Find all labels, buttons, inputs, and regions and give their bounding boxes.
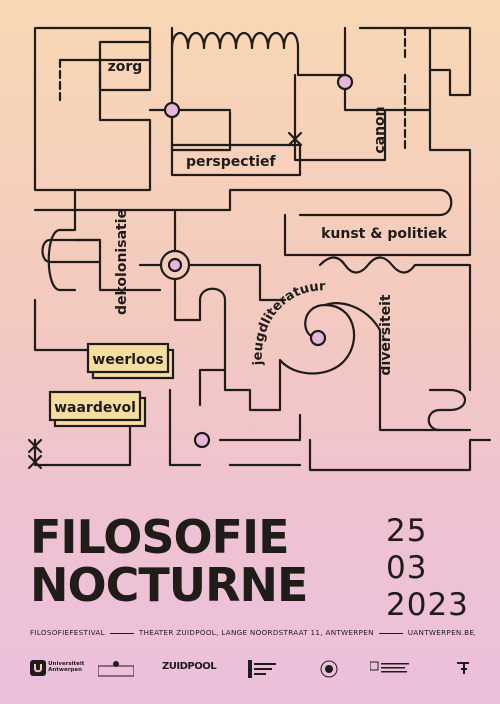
logo-emblem (97, 661, 135, 677)
kunst-box (283, 208, 472, 257)
circuit-path (168, 388, 302, 467)
logo-centrum-filosofie (97, 660, 135, 680)
label-weerloos: weerloos (92, 352, 163, 368)
logo-mark (455, 660, 471, 678)
circuit-path (343, 26, 432, 112)
wave (318, 256, 472, 392)
circuit-path (48, 238, 102, 264)
sponsor-logos: Universiteit Antwerpen ZUIDPOOL (0, 652, 500, 692)
cross-mark (287, 131, 303, 147)
circuit-node (163, 101, 181, 119)
circuit-node (193, 431, 211, 449)
label-dekolonisatie: dekolonisatie (114, 209, 130, 315)
circuit-illustration: zorg perspectief canon kunst & politiek … (27, 26, 492, 472)
waardevol-tag (48, 390, 142, 422)
circuit-path (427, 388, 467, 432)
logo-emblem (369, 661, 409, 673)
circuit-path (41, 238, 52, 264)
circuit-node (336, 73, 354, 91)
circuit-path (308, 438, 492, 472)
circuit-path (173, 208, 227, 372)
date-day: 25 (386, 513, 428, 549)
logo-emblem (457, 662, 469, 674)
label-jeugdliteratuur: jeugdliteratuur (251, 279, 327, 366)
logo-academie (369, 660, 410, 680)
label-zorg: zorg (108, 59, 143, 75)
circuit-path (33, 418, 132, 467)
logo-universiteit-antwerpen: Universiteit Antwerpen (30, 660, 84, 676)
label-canon: canon (372, 106, 388, 153)
logo-zuidpool: ZUIDPOOL (162, 661, 217, 672)
circuit-node (167, 257, 183, 273)
spiral (198, 303, 356, 412)
logo-emblem (320, 660, 338, 678)
perspectief-box (170, 143, 302, 177)
label-diversiteit: diversiteit (378, 294, 394, 375)
circuit-path (47, 188, 77, 292)
logo-emblem (248, 660, 276, 678)
circuit-path (138, 263, 287, 302)
logo-round-seal (320, 660, 338, 680)
circuit-path (33, 298, 90, 352)
label-kunst-politiek: kunst & politiek (321, 226, 447, 242)
weerloos-tag (86, 342, 170, 374)
date-month: 03 (386, 550, 428, 586)
circuit-path (293, 73, 387, 162)
zorg-box (98, 40, 152, 92)
label-waardevol: waardevol (54, 400, 136, 416)
info-festival: FILOSOFIEFESTIVAL (30, 628, 105, 637)
title-line-2: NOCTURNE (30, 558, 308, 612)
circuit-ring (159, 249, 191, 281)
ua-logo-icon (30, 660, 46, 676)
circuit-path (33, 26, 152, 192)
circuit-path (323, 302, 472, 432)
cross-mark (27, 438, 43, 454)
title-line-1: FILOSOFIE (30, 510, 290, 564)
info-bar: FILOSOFIEFESTIVAL THEATER ZUIDPOOL, LANGE… (30, 628, 475, 637)
cross-mark (27, 454, 43, 470)
date-year: 2023 (386, 587, 469, 623)
logo-sponsor (248, 660, 278, 680)
coil (170, 31, 347, 77)
circuit-path (358, 26, 472, 97)
label-perspectief: perspectief (186, 154, 277, 170)
circuit-path (33, 188, 453, 217)
info-venue: THEATER ZUIDPOOL, LANGE NOORDSTRAAT 11, … (138, 628, 374, 637)
circuit-path (428, 108, 472, 212)
circuit-node (309, 329, 327, 347)
